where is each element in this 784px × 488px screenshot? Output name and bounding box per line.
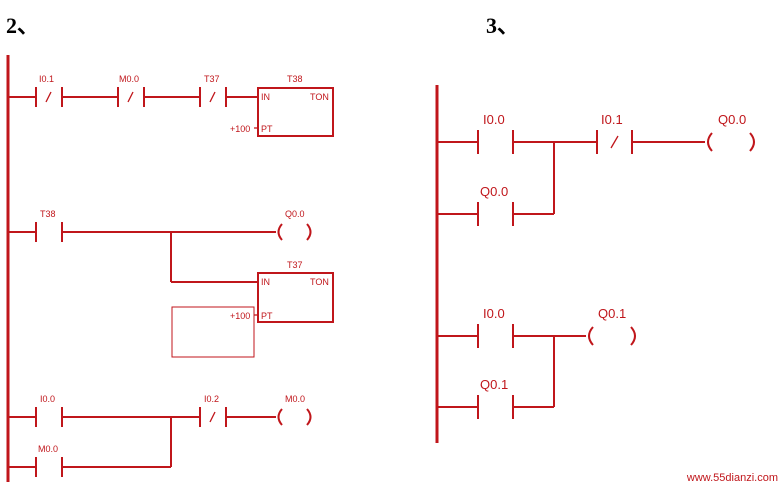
timer-pt: PT	[261, 311, 273, 321]
coil-label: M0.0	[285, 394, 305, 404]
no-contact-m0-0: M0.0	[35, 444, 63, 477]
contact-label: T37	[204, 74, 220, 84]
no-contact-i0-0-b: I0.0	[477, 306, 514, 348]
coil-label: Q0.0	[285, 209, 305, 219]
timer-label: T38	[287, 74, 303, 84]
coil-label: Q0.1	[598, 306, 626, 321]
timer-preset: +100	[230, 311, 250, 321]
contact-label: T38	[40, 209, 56, 219]
contact-label: M0.0	[119, 74, 139, 84]
contact-label: I0.0	[483, 112, 505, 127]
contact-label: I0.1	[39, 74, 54, 84]
contact-label: I0.0	[483, 306, 505, 321]
contact-label: Q0.0	[480, 184, 508, 199]
no-contact-q0-1: Q0.1	[477, 377, 514, 419]
contact-label: I0.1	[601, 112, 623, 127]
diagram-2-heading: 2、	[6, 13, 40, 38]
timer-in: IN	[261, 277, 270, 287]
no-contact-i0-0: I0.0	[477, 112, 514, 154]
contact-label: I0.0	[40, 394, 55, 404]
timer-label: T37	[287, 260, 303, 270]
timer-block-t38: T38 IN TON PT +100	[230, 74, 334, 137]
timer-pt: PT	[261, 124, 273, 134]
timer-type: TON	[310, 92, 329, 102]
timer-in: IN	[261, 92, 270, 102]
no-contact-i0-0: I0.0	[35, 394, 63, 427]
ladder-diagram-3: I0.0 I0.1 Q0.0 Q0.0	[435, 85, 755, 443]
watermark: www.55dianzi.com	[686, 472, 778, 484]
contact-label: I0.2	[204, 394, 219, 404]
no-contact-t38: T38	[35, 209, 63, 242]
no-contact-q0-0: Q0.0	[477, 184, 514, 226]
contact-label: Q0.1	[480, 377, 508, 392]
coil-label: Q0.0	[718, 112, 746, 127]
nc-contact-m0-0: M0.0	[117, 74, 145, 107]
diagram-3-heading: 3、	[486, 13, 520, 38]
coil-m0-0: M0.0	[277, 394, 312, 426]
rung-3-2: I0.0 Q0.1 Q0.1	[437, 306, 636, 419]
nc-contact-i0-1: I0.1	[596, 112, 633, 154]
rung-2-1: I0.1 M0.0 T37 T38 IN TON PT +100	[8, 74, 334, 137]
ladder-diagram-2: I0.1 M0.0 T37 T38 IN TON PT +100	[6, 55, 334, 482]
timer-type: TON	[310, 277, 329, 287]
nc-contact-i0-2: I0.2	[199, 394, 227, 427]
coil-q0-0: Q0.0	[277, 209, 312, 241]
timer-block-t37: T37 IN TON PT +100	[230, 260, 334, 323]
nc-contact-i0-1: I0.1	[35, 74, 63, 107]
timer-preset: +100	[230, 124, 250, 134]
coil-q0-1: Q0.1	[588, 306, 636, 346]
rung-3-1: I0.0 I0.1 Q0.0 Q0.0	[437, 112, 755, 226]
contact-label: M0.0	[38, 444, 58, 454]
selection-box	[171, 306, 255, 358]
rung-2-3: I0.0 I0.2 M0.0 M0.0	[8, 394, 312, 477]
rung-2-2: T38 Q0.0 T37 IN TON PT +100	[8, 209, 334, 358]
nc-contact-t37: T37	[199, 74, 227, 107]
coil-q0-0: Q0.0	[707, 112, 755, 152]
